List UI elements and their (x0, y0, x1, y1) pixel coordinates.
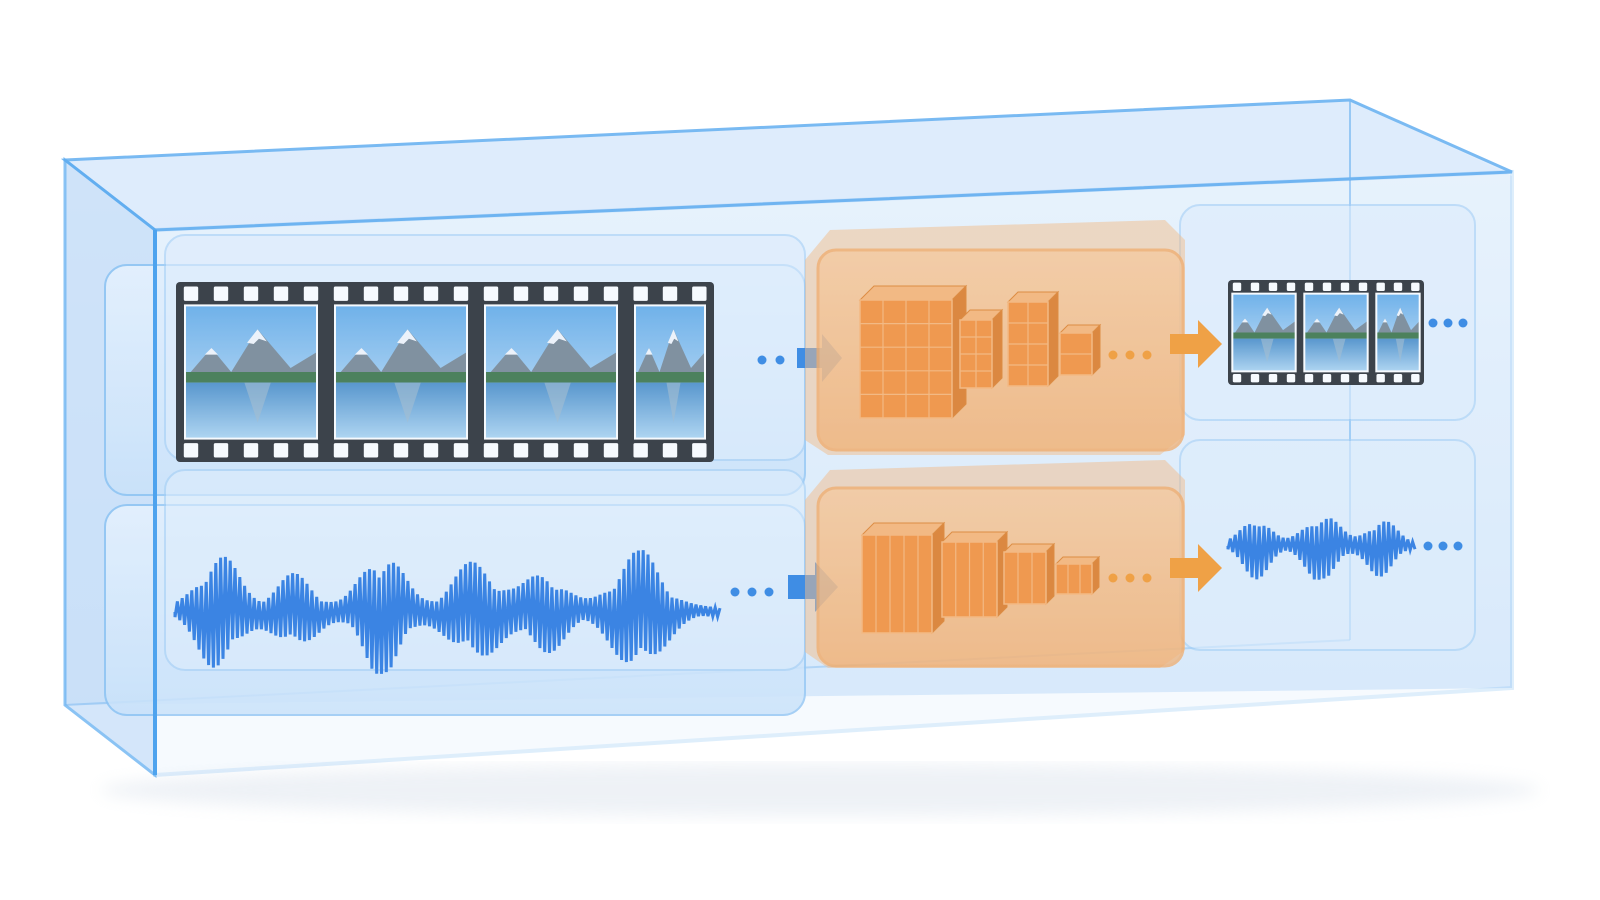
waveform-icon (173, 550, 722, 674)
stacked-cubes-icon (860, 521, 1101, 635)
ellipsis-dots-icon (730, 355, 785, 597)
waveform-icon (1226, 518, 1417, 580)
glass-front-face (153, 169, 1514, 778)
filmstrip-icon (176, 282, 714, 462)
ellipsis-dots-icon (1108, 350, 1152, 583)
ellipsis-dots-icon (1423, 318, 1468, 551)
stacked-cubes-icon (858, 284, 1102, 420)
right-arrow-icon (1170, 320, 1222, 592)
floor-shadow (100, 764, 1540, 816)
filmstrip-icon (1228, 280, 1424, 385)
